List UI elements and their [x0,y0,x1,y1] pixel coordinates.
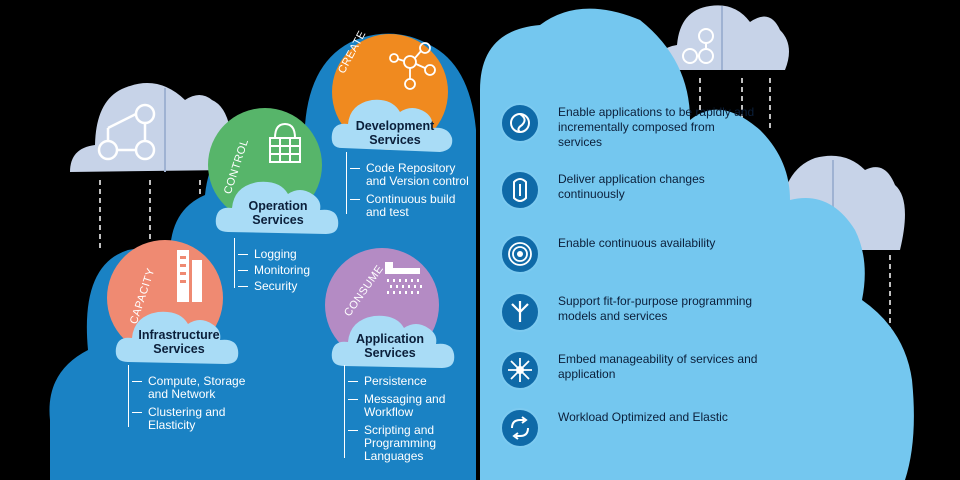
list-item: Persistence [348,375,458,388]
server-building-icon [177,250,202,302]
water-drop [390,285,392,288]
gray-cloud-top-right [655,5,789,130]
list-item: Clustering and Elasticity [132,406,257,432]
operation-services-title: Operation Services [248,199,308,227]
benefit-text: Enable applications to be rapidly and in… [558,105,755,149]
water-drop [411,279,413,282]
water-drop [396,285,398,288]
benefit-text: Support fit-for-purpose programming mode… [558,294,753,323]
development-services-title: Development Services [355,119,435,147]
service-cloud-operation [215,181,339,234]
benefit-text: Embed manageability of services and appl… [558,352,758,381]
list-item: Messaging and Workflow [348,393,458,419]
service-cloud-development [331,99,453,152]
water-drop [417,279,419,282]
water-drop [408,285,410,288]
application-items: Persistence Messaging and Workflow Scrip… [344,365,458,468]
operation-items: Logging Monitoring Security [234,238,328,298]
list-item: Logging [238,248,328,261]
service-cloud-application [331,315,455,368]
loop-arrows-icon [500,170,540,210]
water-drop [402,285,404,288]
network-icon [500,350,540,390]
circular-arrows-icon [500,408,540,448]
network-nodes-icon [389,42,436,90]
benefit-item: Embed manageability of services and appl… [500,350,770,390]
infrastructure-services-title: Infrastructure Services [138,328,220,356]
benefit-item: Deliver application changes continuously [500,170,770,210]
water-drop [399,291,401,294]
list-item: Security [238,280,328,293]
water-drop [387,291,389,294]
water-drop [405,279,407,282]
signal-rings-icon [500,234,540,274]
padlock-icon [269,122,301,163]
list-item: Code Repository and Version control [350,162,475,188]
water-drop [393,291,395,294]
list-item: Scripting and Programming Languages [348,424,458,463]
benefit-item: Workload Optimized and Elastic [500,408,770,448]
light-cloud [480,8,914,480]
water-drop [387,279,389,282]
list-item: Compute, Storage and Network [132,375,257,401]
application-services-title: Application Services [355,332,425,360]
swirl-icon [500,103,540,143]
development-items: Code Repository and Version control Cont… [346,152,475,224]
benefit-text: Enable continuous availability [558,236,716,250]
benefit-item: Support fit-for-purpose programming mode… [500,292,770,332]
benefit-item: Enable applications to be rapidly and in… [500,103,770,149]
water-drop [417,291,419,294]
water-drop [414,285,416,288]
shower-icon [385,262,422,294]
list-item: Continuous build and test [350,193,475,219]
water-drop [399,279,401,282]
water-drop [420,285,422,288]
benefit-text: Workload Optimized and Elastic [558,410,728,424]
benefit-text: Deliver application changes continuously [558,172,705,201]
service-cloud-infrastructure [115,311,239,364]
fork-arrows-icon [500,292,540,332]
water-drop [405,291,407,294]
water-drop [393,279,395,282]
benefit-item: Enable continuous availability [500,234,770,274]
infrastructure-items: Compute, Storage and Network Clustering … [128,365,257,437]
water-drop [411,291,413,294]
list-item: Monitoring [238,264,328,277]
